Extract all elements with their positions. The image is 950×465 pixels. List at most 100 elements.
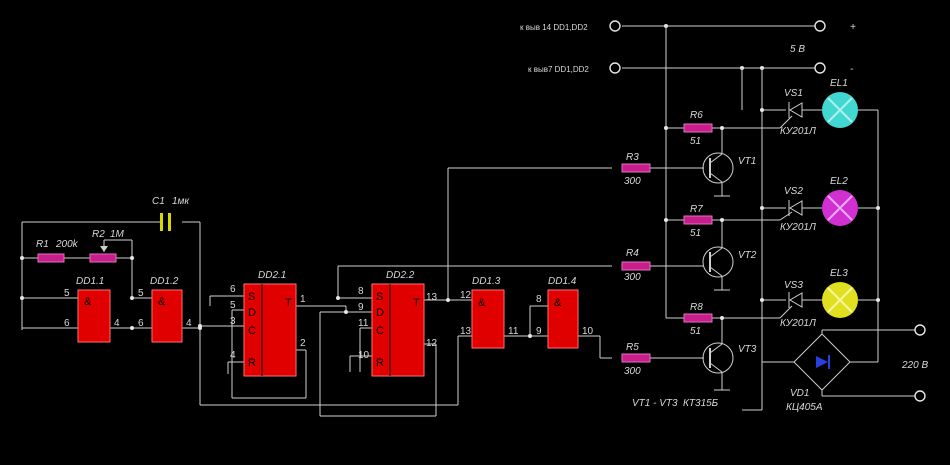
dd1-1-pin5: 5 — [64, 288, 70, 299]
r3-resistor — [621, 163, 651, 173]
dd1-2-chip — [151, 289, 183, 343]
dd1-2-label: DD1.2 — [150, 276, 179, 287]
dd1-3-4-wiring — [504, 305, 612, 359]
el1-lamp-icon — [822, 92, 858, 128]
volt220-label: 220 В — [901, 360, 928, 371]
vs2-thyristor-icon — [788, 200, 803, 216]
volt5-label: 5 В — [790, 44, 805, 55]
vd1-bridge-icon — [762, 329, 915, 397]
dd2-2-r: R — [376, 357, 384, 369]
dd1-1-pin4: 4 — [114, 318, 120, 329]
dd1-4-chip — [547, 289, 579, 349]
vs1-label: VS1 — [784, 88, 803, 99]
dd1-3-pin13: 13 — [460, 326, 472, 337]
r5-label: R5 — [626, 342, 639, 353]
dd2-2-d: D — [376, 307, 384, 319]
c1-plate-right — [168, 213, 171, 231]
vs2-type: КУ201Л — [780, 222, 816, 233]
pin7-terminal[interactable] — [609, 62, 621, 74]
dd2-1-r: R — [248, 357, 256, 369]
dd1-3-and-symbol: & — [478, 297, 486, 309]
minus-label: - — [850, 64, 854, 75]
vt2-label: VT2 — [738, 250, 757, 261]
r3-value: 300 — [624, 176, 641, 187]
dd2-2-pin12: 12 — [426, 338, 438, 349]
dd2-1-pin1: 1 — [300, 294, 306, 305]
dd2-2-chip — [371, 283, 425, 377]
dd2-1-pin2: 2 — [300, 338, 306, 349]
dd1-4-label: DD1.4 — [548, 276, 577, 287]
dd2-1-s: S — [248, 291, 255, 303]
dd1-3-chip — [471, 289, 505, 349]
dd2-2-pin9: 9 — [358, 302, 364, 313]
r7-resistor — [683, 215, 713, 225]
r2-value: 1M — [110, 229, 125, 240]
vs3-label: VS3 — [784, 280, 803, 291]
pin14-terminal[interactable] — [609, 20, 621, 32]
dd2-1-pin3: 3 — [230, 316, 236, 327]
r8-resistor — [683, 313, 713, 323]
dd2-2-wiring — [319, 167, 612, 417]
r5-resistor — [621, 353, 651, 363]
dd2-1-wiring — [198, 295, 458, 406]
thyristor-wiring — [760, 108, 880, 362]
r8-label: R8 — [690, 302, 703, 313]
dd2-2-t: T — [413, 297, 420, 309]
vt-note-label: VT1 - VT3 — [632, 398, 678, 409]
c1-label: C1 — [152, 196, 165, 207]
dd2-1-chip — [243, 283, 297, 377]
dd2-2-pin8: 8 — [358, 286, 364, 297]
r4-resistor — [621, 261, 651, 271]
dd2-1-pin6: 6 — [230, 284, 236, 295]
el3-label: EL3 — [830, 268, 848, 279]
dd2-1-pin4: 4 — [230, 350, 236, 361]
minus-terminal[interactable] — [814, 62, 826, 74]
dd1-4-pin8: 8 — [536, 294, 542, 305]
supply-pin7-label: к выв7 DD1,DD2 — [528, 65, 589, 74]
dd2-2-pin11: 11 — [358, 318, 369, 329]
dd2-1-t: T — [285, 297, 292, 309]
dd2-1-c: C — [248, 325, 256, 337]
dd1-2-pin5: 5 — [138, 288, 144, 299]
r8-value: 51 — [690, 326, 701, 337]
c1-plate-left — [160, 213, 163, 231]
dd1-3-pin11: 11 — [508, 326, 519, 337]
dd1-4-pin9: 9 — [536, 326, 542, 337]
vt-type-label: КТ315Б — [683, 398, 719, 409]
vt2-transistor — [702, 220, 734, 291]
dd2-2-pin13: 13 — [426, 292, 438, 303]
dd2-1-d: D — [248, 307, 256, 319]
r6-label: R6 — [690, 110, 703, 121]
vs3-thyristor-icon — [788, 292, 803, 308]
dd1-3-pin12: 12 — [460, 290, 472, 301]
ac-terminal-bottom[interactable] — [914, 390, 926, 402]
vs2-label: VS2 — [784, 186, 803, 197]
dd2-2-pin10: 10 — [358, 350, 370, 361]
dd2-1-label: DD2.1 — [258, 270, 286, 281]
dd1-4-pin10: 10 — [582, 326, 594, 337]
vt1-label: VT1 — [738, 156, 756, 167]
vs1-type: КУ201Л — [780, 126, 816, 137]
r7-label: R7 — [690, 204, 703, 215]
dd1-3-label: DD1.3 — [472, 276, 501, 287]
dd1-1-label: DD1.1 — [76, 276, 104, 287]
r2-potentiometer — [89, 253, 117, 263]
dd2-2-s: S — [376, 291, 383, 303]
r7-value: 51 — [690, 228, 701, 239]
dd1-1-chip — [77, 289, 111, 343]
ac-terminal-top[interactable] — [914, 324, 926, 336]
vd1-label: VD1 — [790, 388, 809, 399]
r2-label: R2 — [92, 229, 105, 240]
r6-value: 51 — [690, 136, 701, 147]
r2-wiper-icon — [100, 246, 108, 252]
dd1-2-pin4: 4 — [186, 318, 192, 329]
r1-value: 200k — [55, 239, 79, 250]
dd1-2-and-symbol: & — [158, 296, 166, 308]
dd1-2-pin6: 6 — [138, 318, 144, 329]
plus-terminal[interactable] — [814, 20, 826, 32]
vt1-transistor — [702, 128, 734, 197]
el2-label: EL2 — [830, 176, 848, 187]
dd2-2-label: DD2.2 — [386, 270, 415, 281]
c1-value: 1мк — [172, 196, 190, 207]
